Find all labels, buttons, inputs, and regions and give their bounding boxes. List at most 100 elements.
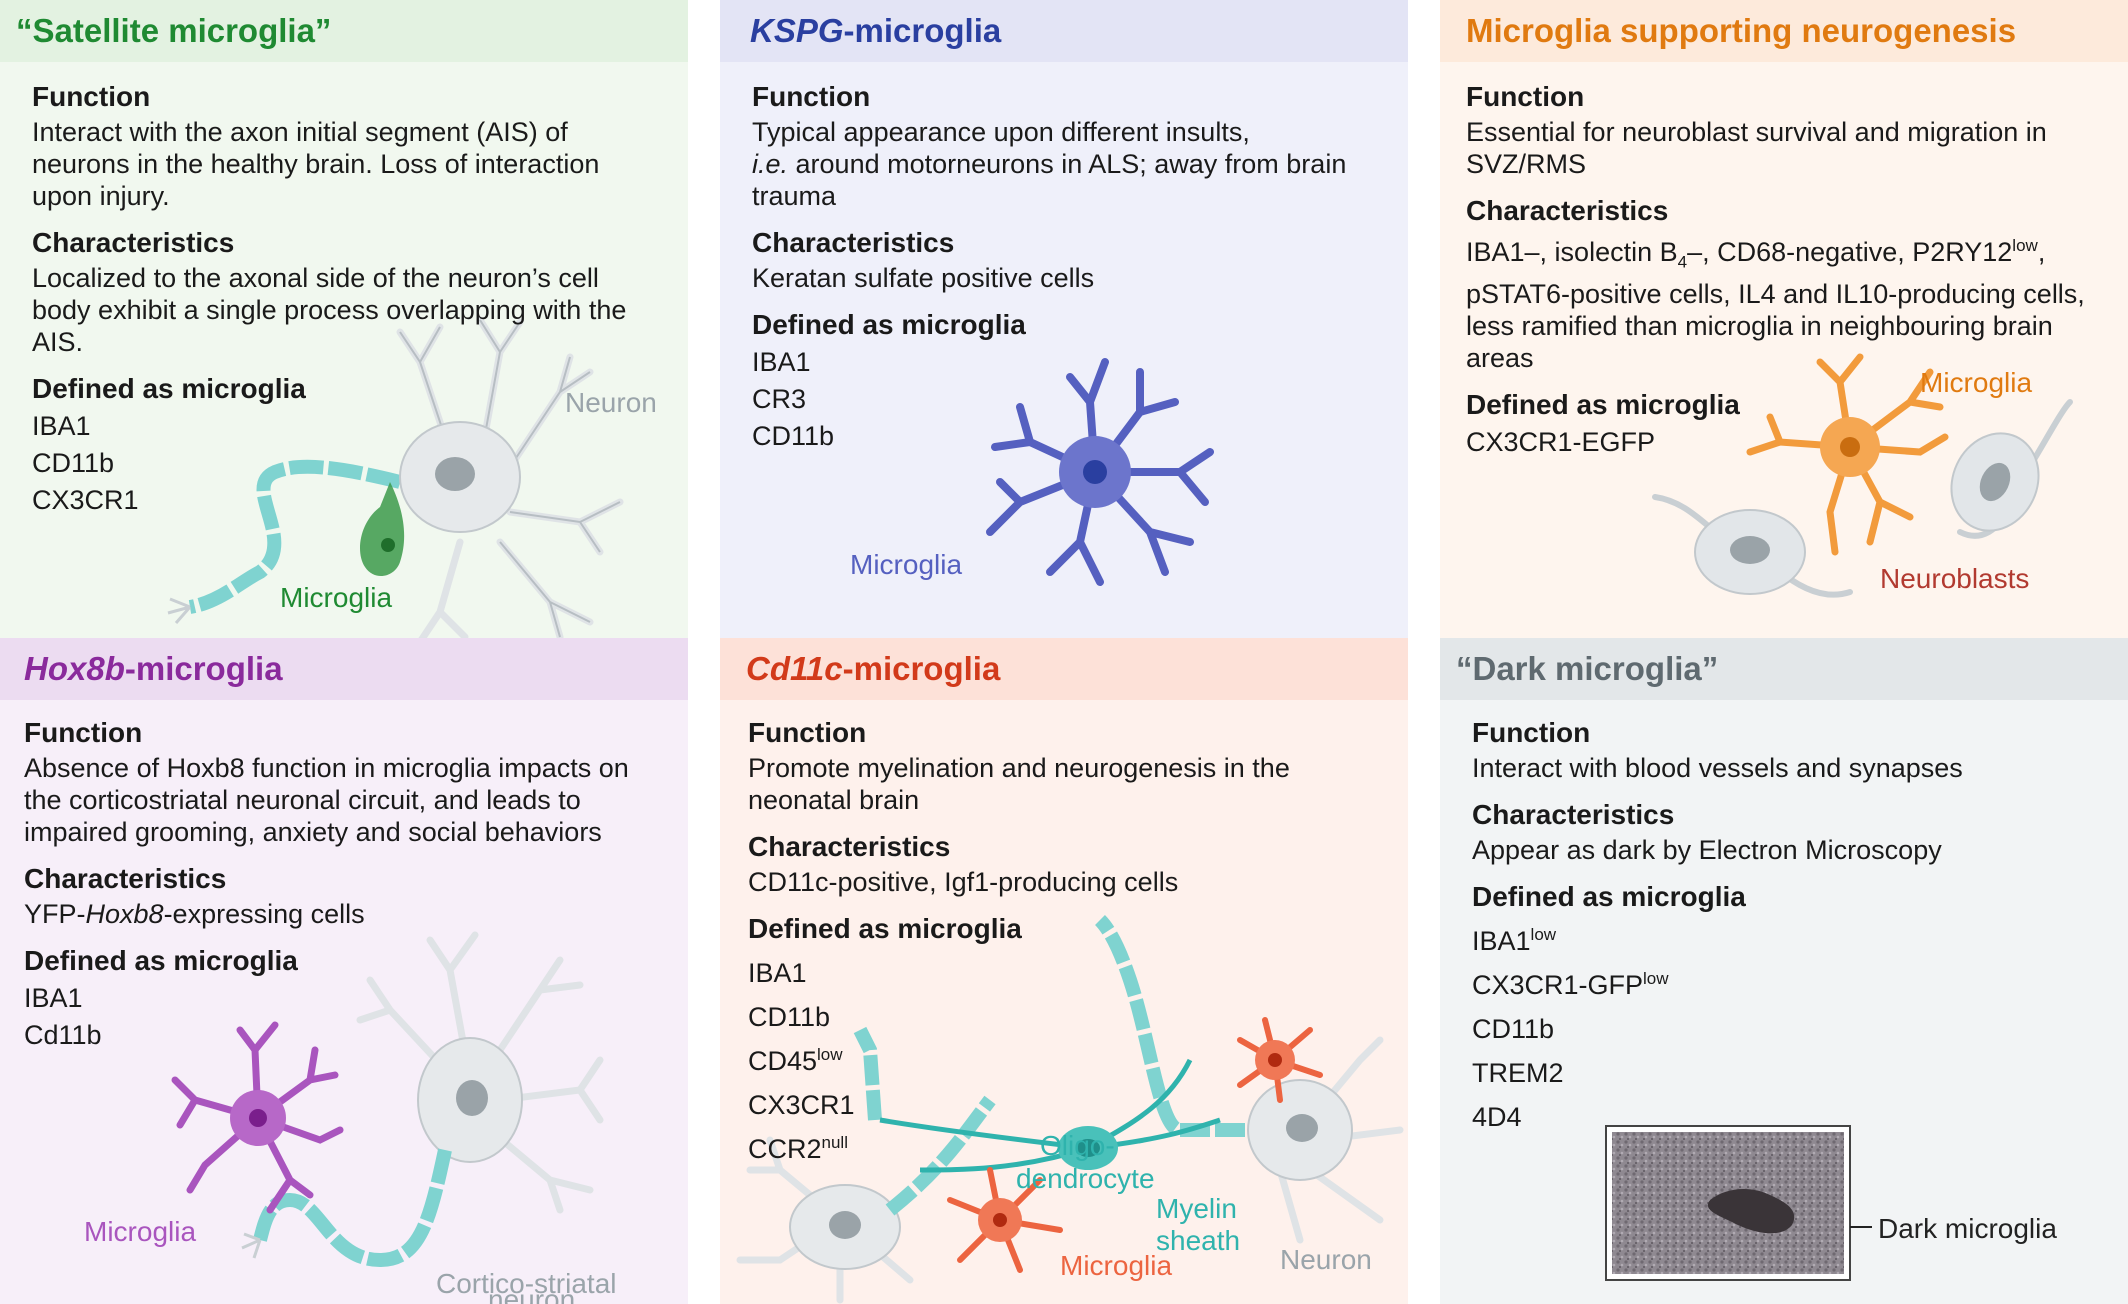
panel-body: Microglia Function Typical appearance up… — [720, 62, 1408, 648]
panel-title: “Satellite microglia” — [0, 0, 688, 62]
microglia-label: Microglia — [280, 582, 392, 613]
marker-item: CD11b — [752, 421, 835, 451]
marker-item: 4D4 — [1472, 1092, 2112, 1136]
characteristics-heading: Characteristics — [752, 227, 955, 258]
function-heading: Function — [1472, 717, 1591, 748]
panel-cd11c-microglia: Cd11c-microglia — [720, 638, 1408, 1304]
function-line-1: Typical appearance upon different insult… — [752, 117, 1250, 147]
marker-sup: low — [1530, 925, 1557, 944]
function-heading: Function — [1466, 81, 1585, 112]
panel-text: Function Essential for neuroblast surviv… — [1466, 80, 2116, 461]
defined-heading: Defined as microglia — [32, 373, 306, 404]
panel-title: Microglia supporting neurogenesis — [1440, 0, 2128, 62]
myelin-label: sheath — [1156, 1225, 1240, 1256]
function-text: Typical appearance upon different insult… — [752, 116, 1372, 212]
panel-body: Dark microglia Function Interact with bl… — [1440, 700, 2128, 1304]
panel-text: Function Typical appearance upon differe… — [752, 80, 1392, 455]
function-heading: Function — [752, 81, 871, 112]
marker-sup: null — [821, 1133, 848, 1152]
panel-title: Cd11c-microglia — [720, 638, 1408, 700]
marker-name: CX3CR1-GFP — [1472, 970, 1644, 1000]
axon-shape — [253, 1148, 452, 1268]
marker-list: IBA1 CD11b CX3CR1 — [32, 408, 672, 519]
marker-item: IBA1 — [24, 983, 83, 1013]
dark-microglia-cell — [1707, 1188, 1795, 1234]
panel-text: Function Promote myelination and neuroge… — [748, 716, 1388, 1168]
marker-item: IBA1low — [1472, 916, 2112, 960]
panel-body: Neuron Microglia Function Interact with … — [0, 62, 688, 648]
function-text: Interact with blood vessels and synapses — [1472, 753, 1963, 783]
microglia-label: Microglia — [1920, 367, 2032, 398]
dark-microglia-illustration: Dark microglia — [1605, 1125, 2057, 1281]
marker-item: CCR2null — [748, 1124, 1388, 1168]
axon-shape — [188, 459, 402, 614]
function-heading: Function — [32, 81, 151, 112]
characteristics-text: YFP-Hoxb8-expressing cells — [24, 898, 664, 930]
panel-hox8b-microglia: Hox8b-microglia — [0, 638, 688, 1304]
oligodendrocyte-label: Oligo- — [1040, 1130, 1115, 1161]
neuron-label: Cortico-striatal — [436, 1268, 616, 1299]
marker-name: IBA1 — [748, 958, 807, 988]
marker-item: CX3CR1-GFPlow — [1472, 960, 2112, 1004]
marker-list: IBA1 Cd11b — [24, 980, 664, 1054]
characteristics-heading: Characteristics — [1472, 799, 1675, 830]
microglia-label: Microglia — [1060, 1250, 1172, 1281]
defined-heading: Defined as microglia — [748, 913, 1022, 944]
panel-body: Microglia Neuroblasts Function Essential… — [1440, 62, 2128, 648]
marker-sup: low — [1643, 969, 1669, 988]
title-italic: Hox8b — [24, 650, 125, 687]
microglia-label: Microglia — [84, 1216, 196, 1247]
marker-item: IBA1 — [32, 411, 91, 441]
defined-heading: Defined as microglia — [1472, 881, 1746, 912]
function-text: Essential for neuroblast survival and mi… — [1466, 117, 2047, 179]
neuron-label: Neuron — [1280, 1244, 1372, 1275]
char-part: IBA1–, isolectin B — [1466, 237, 1678, 267]
char-sup: low — [2012, 236, 2038, 255]
title-italic: Cd11c — [746, 650, 843, 687]
satellite-microglia-illustration: Neuron Microglia — [167, 316, 657, 646]
panel-text: Function Absence of Hoxb8 function in mi… — [24, 716, 664, 1054]
function-heading: Function — [24, 717, 143, 748]
char-suffix: -expressing cells — [163, 899, 365, 929]
characteristics-text: IBA1–, isolectin B4–, CD68-negative, P2R… — [1466, 230, 2116, 374]
marker-item: CX3CR1 — [748, 1080, 1388, 1124]
marker-name: CD45 — [748, 1046, 818, 1076]
panel-dark-microglia: “Dark microglia” Dark microglia Function… — [1440, 638, 2128, 1304]
panel-body: Oligo- dendrocyte Myelin sheath Microgli… — [720, 700, 1408, 1304]
char-part: –, CD68-negative, P2RY12 — [1687, 237, 2013, 267]
marker-item: CD11b — [1472, 1004, 2112, 1048]
marker-name: CD11b — [1472, 1014, 1555, 1044]
title-rest: -microglia — [843, 12, 1002, 49]
char-part: , pSTAT6-positive cells, IL4 and IL10-pr… — [1466, 237, 2085, 374]
characteristics-text: Keratan sulfate positive cells — [752, 263, 1095, 293]
cd11c-illustration: Oligo- dendrocyte Myelin sheath Microgli… — [736, 915, 1404, 1304]
function-text: Interact with the axon initial segment (… — [32, 117, 600, 211]
marker-item: IBA1 — [752, 347, 811, 377]
characteristics-heading: Characteristics — [24, 863, 227, 894]
marker-list: IBA1low CX3CR1-GFPlow CD11b TREM2 4D4 — [1472, 916, 2112, 1136]
marker-item: Cd11b — [24, 1020, 102, 1050]
char-prefix: YFP- — [24, 899, 86, 929]
panel-neurogenesis-microglia: Microglia supporting neurogenesis — [1440, 0, 2128, 648]
function-italic: i.e. — [752, 149, 789, 179]
marker-item: CD45low — [748, 1036, 1388, 1080]
marker-item: IBA1 — [748, 948, 1388, 992]
panel-title: “Dark microglia” — [1440, 638, 2128, 700]
oligodendrocyte-label: dendrocyte — [1016, 1163, 1155, 1194]
neuron-nucleus — [435, 457, 475, 491]
dark-microglia-label: Dark microglia — [1878, 1213, 2057, 1244]
defined-heading: Defined as microglia — [752, 309, 1026, 340]
marker-item: CX3CR1 — [32, 485, 139, 515]
characteristics-text: Appear as dark by Electron Microscopy — [1472, 835, 1942, 865]
marker-item: CD11b — [748, 992, 1388, 1036]
char-sub: 4 — [1677, 252, 1688, 272]
panel-text: Function Interact with blood vessels and… — [1472, 716, 2112, 1136]
myelin-label: Myelin — [1156, 1193, 1237, 1224]
function-heading: Function — [748, 717, 867, 748]
characteristics-text: CD11c-positive, Igf1-producing cells — [748, 867, 1179, 897]
marker-item: CD11b — [32, 448, 115, 478]
marker-sup: low — [817, 1045, 843, 1064]
marker-list: IBA1 CR3 CD11b — [752, 344, 1392, 455]
marker-name: 4D4 — [1472, 1102, 1522, 1132]
characteristics-heading: Characteristics — [32, 227, 235, 258]
